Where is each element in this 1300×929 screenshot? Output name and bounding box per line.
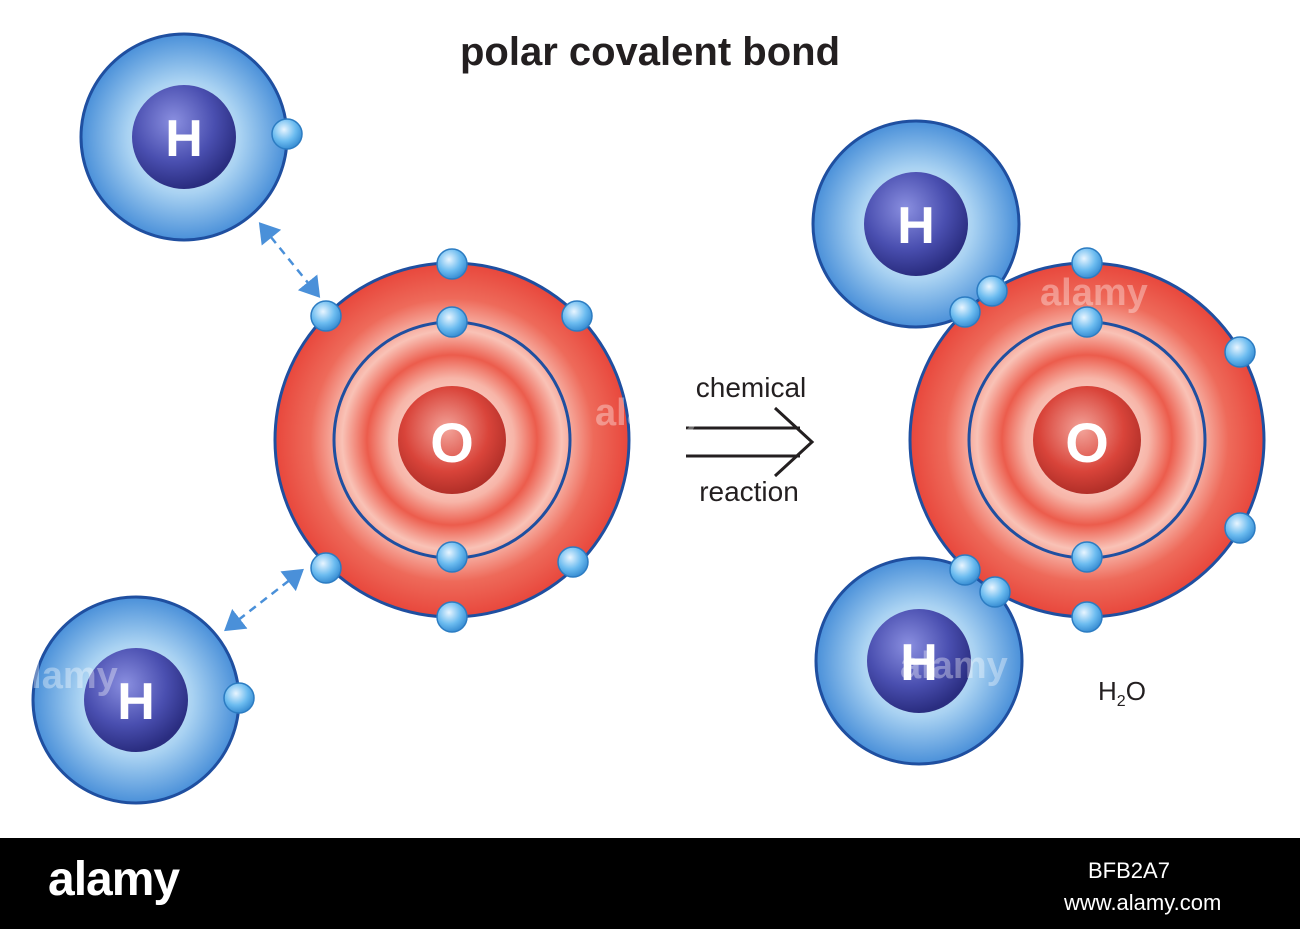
footer-bar: alamy BFB2A7 www.alamy.com <box>0 838 1300 929</box>
electron <box>310 552 342 584</box>
footer-brand-logo[interactable]: alamy <box>48 853 180 906</box>
arrow-label-bottom: reaction <box>699 476 799 507</box>
hydrogen-atom-left-top: H <box>79 32 303 242</box>
diagram-canvas: H H O <box>31 32 1266 805</box>
electron <box>557 546 589 578</box>
electron <box>1071 541 1103 573</box>
water-formula: H2O <box>1098 676 1146 711</box>
arrow-label-top: chemical <box>695 372 807 403</box>
attraction-arrow-bottom <box>224 568 304 632</box>
hydrogen-symbol: H <box>900 634 938 692</box>
formula-subscript: 2 <box>1116 693 1126 711</box>
shared-electron <box>979 576 1011 608</box>
site-url[interactable]: www.alamy.com <box>1064 890 1222 915</box>
attraction-arrow-top <box>258 222 321 298</box>
hydrogen-atom-left-bottom: H <box>31 595 255 805</box>
oxygen-symbol: O <box>430 411 474 474</box>
shared-electron <box>949 554 981 586</box>
electron <box>271 118 303 150</box>
electron <box>1071 601 1103 633</box>
shared-electron <box>949 296 981 328</box>
electron <box>561 300 593 332</box>
hydrogen-symbol: H <box>117 673 155 731</box>
water-molecule: H H O <box>811 119 1266 766</box>
electron <box>1071 247 1103 279</box>
image-id: BFB2A7 <box>1088 858 1170 883</box>
formula-element-h: H <box>1098 676 1117 706</box>
hydrogen-symbol: H <box>897 197 935 255</box>
electron <box>436 601 468 633</box>
oxygen-atom-left: O <box>273 248 631 633</box>
electron <box>436 306 468 338</box>
electron <box>436 248 468 280</box>
oxygen-symbol: O <box>1065 411 1109 474</box>
reaction-arrow <box>686 406 815 478</box>
electron <box>223 682 255 714</box>
electron <box>436 541 468 573</box>
electron <box>1224 512 1256 544</box>
diagram-title: polar covalent bond <box>459 30 841 74</box>
formula-element-o: O <box>1125 676 1146 706</box>
electron <box>1224 336 1256 368</box>
hydrogen-symbol: H <box>165 110 203 168</box>
electron <box>310 300 342 332</box>
electron <box>1071 306 1103 338</box>
shared-electron <box>976 275 1008 307</box>
